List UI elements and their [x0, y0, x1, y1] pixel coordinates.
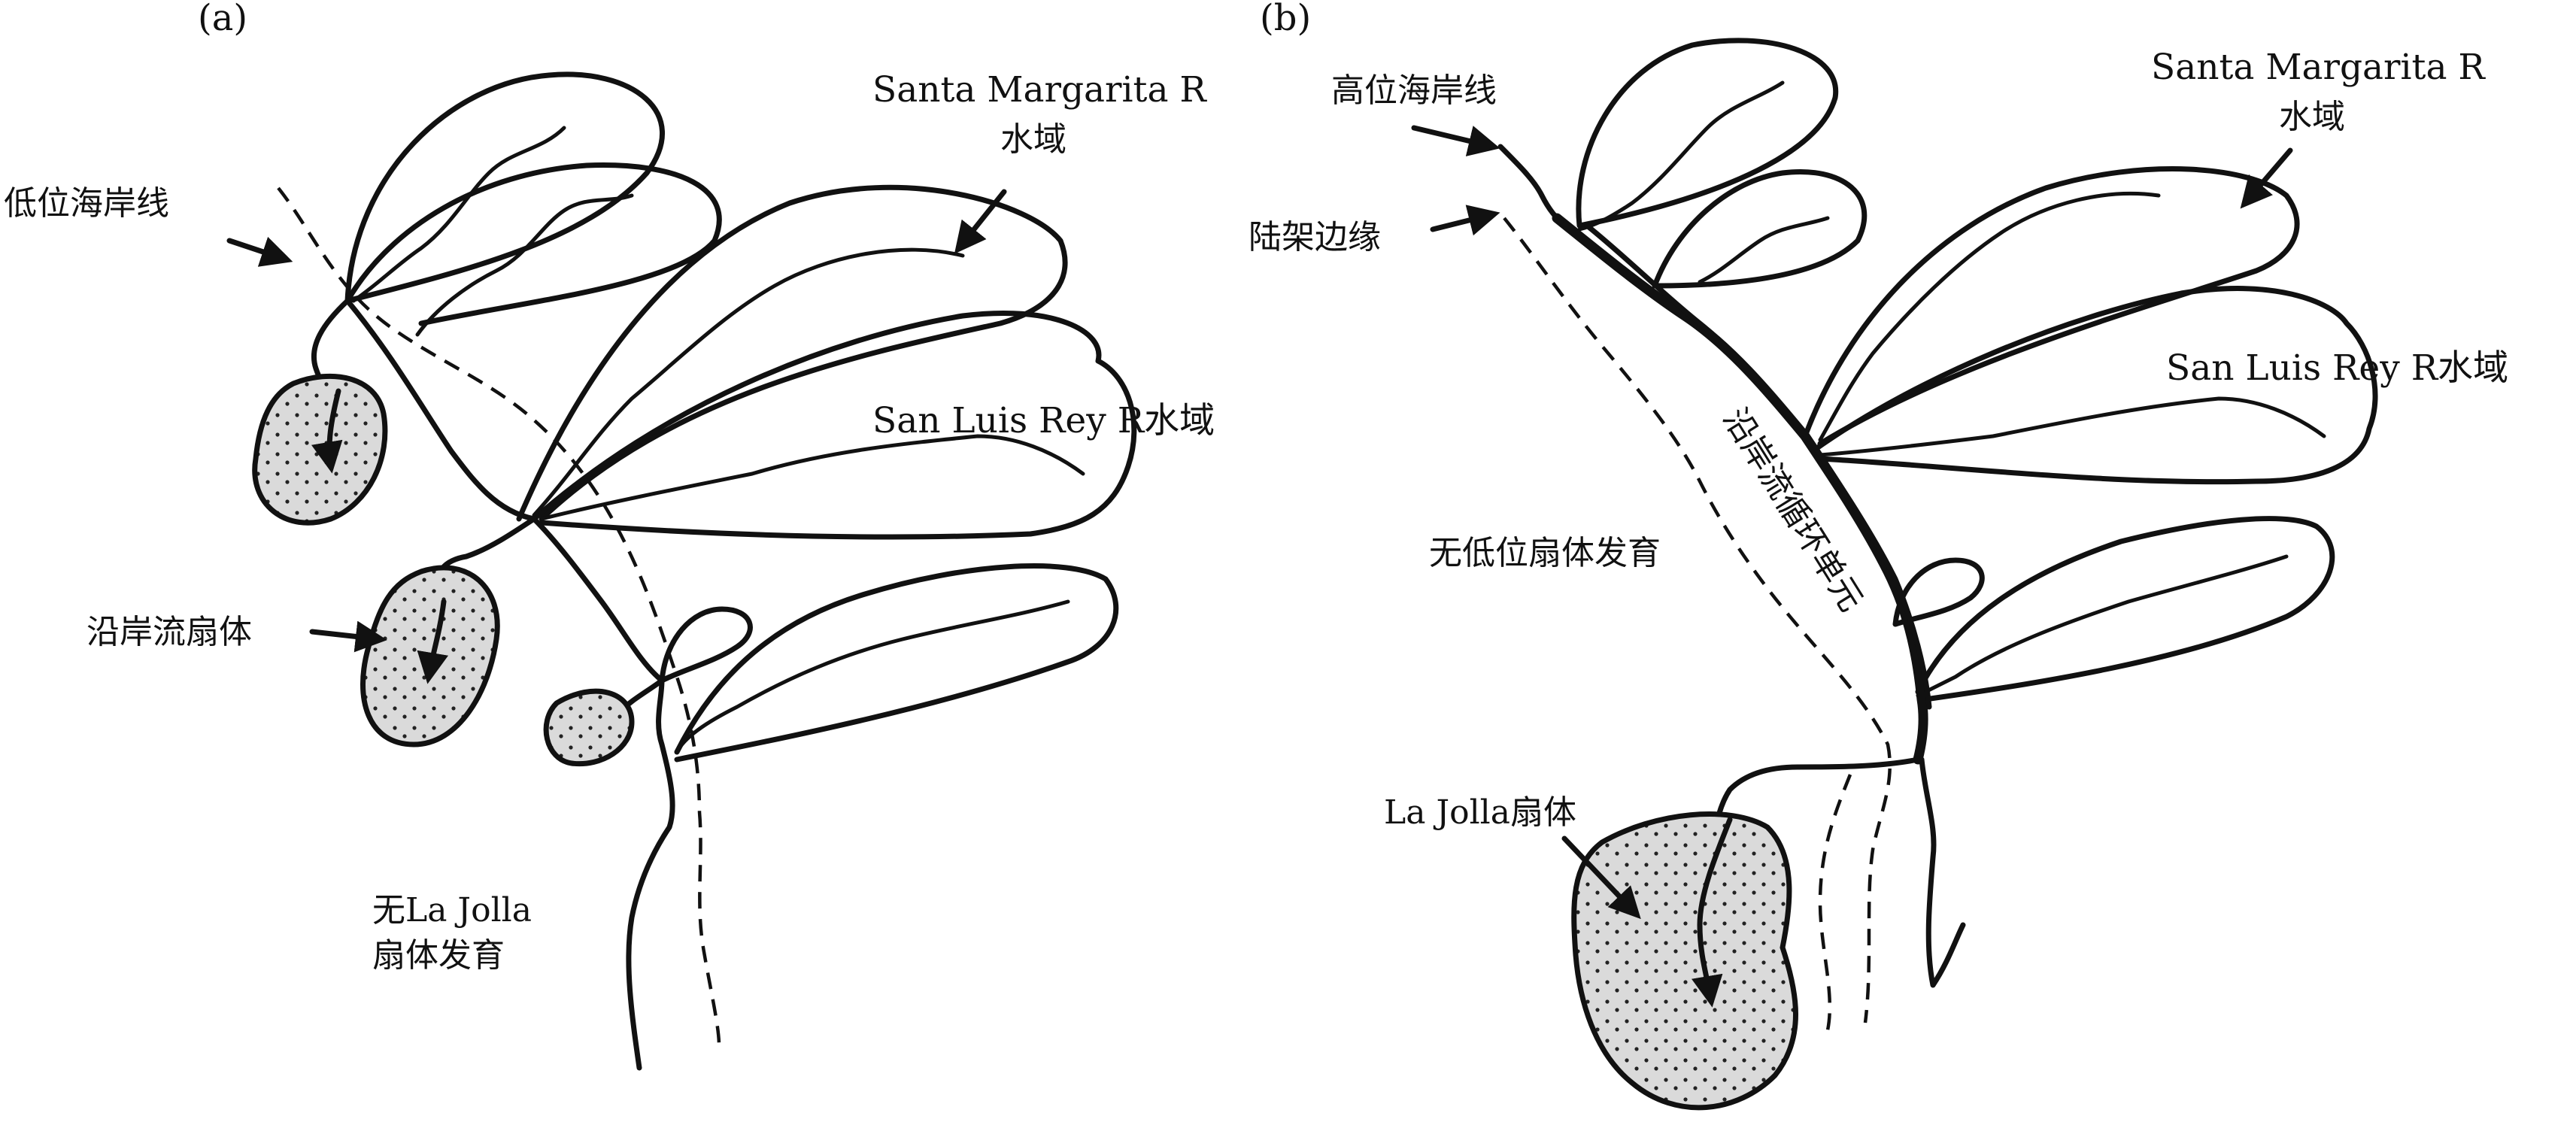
panel-a-tributaries [351, 126, 1085, 754]
panel-a: (a) [4, 0, 1215, 1071]
label-longshore-fan: 沿岸流扇体 [86, 613, 252, 651]
basin-outline [531, 311, 1137, 540]
tributary-channel [532, 247, 965, 517]
panel-b-tributaries [1577, 80, 2326, 698]
small-basin [659, 606, 753, 684]
tributary-channel [1698, 216, 1830, 284]
small-fan [543, 688, 635, 767]
longshore-fan [360, 565, 500, 747]
longshore-channel [1552, 213, 1928, 765]
la-jolla-fan [1571, 811, 1798, 1111]
panel-a-drainage-basins [344, 71, 1137, 763]
arrow-la-jolla-fan [1561, 835, 1641, 920]
panel-b-drainage-basins [1576, 38, 2378, 702]
arrow-lowstand-shoreline [226, 236, 293, 267]
highstand-shoreline-line [1497, 144, 1564, 225]
label-lowstand-shoreline: 低位海岸线 [4, 184, 169, 223]
label-san-luis-rey: San Luis Rey R水域 [872, 400, 1215, 441]
main-channel [344, 298, 675, 1071]
tributary-channel [1818, 191, 2161, 442]
basin-outline [1652, 169, 1868, 289]
panel-a-fans [252, 373, 635, 767]
label-santa-margarita-line2: 水域 [2279, 98, 2345, 136]
label-santa-margarita-line1: Santa Margarita R [2151, 47, 2486, 88]
arrow-shelf-edge [1430, 205, 1500, 236]
small-basin [1892, 557, 1985, 627]
label-no-la-jolla-line1: 无La Jolla [372, 891, 532, 929]
shelf-edge-dashed [1503, 217, 1892, 1023]
basin-outline [1915, 516, 2335, 702]
tributary-channel [539, 434, 1085, 521]
arrow-santa-margarita [2240, 147, 2293, 209]
label-san-luis-rey: San Luis Rey R水域 [2166, 347, 2508, 389]
label-santa-margarita-line1: Santa Margarita R [872, 69, 1207, 111]
lowstand-shoreline-dashed [277, 186, 721, 1054]
arrow-highstand-shoreline [1411, 125, 1500, 156]
arrow-longshore-fan [309, 620, 387, 653]
basin-outline [1802, 166, 2300, 447]
tributary-channel [415, 193, 634, 337]
fan-channel [1691, 817, 1733, 1008]
shelf-edge-dashed-inner [1818, 774, 1852, 1031]
label-highstand-shoreline: 高位海岸线 [1331, 71, 1497, 110]
basin-outline [674, 563, 1119, 763]
panel-b-tag: (b) [1260, 0, 1311, 39]
fan-arrow [311, 388, 343, 474]
basin-outline [1576, 38, 1839, 229]
outlet-channel [1919, 757, 1966, 988]
tributary-channel [351, 126, 566, 303]
tributary-channel [1818, 396, 2326, 457]
longshore-channel-inner [1584, 223, 1932, 710]
label-shelf-edge: 陆架边缘 [1249, 218, 1381, 256]
basin-outline [516, 184, 1068, 522]
tributary-channel [675, 599, 1070, 754]
arrow-santa-margarita [954, 189, 1007, 254]
basin-outline [344, 162, 722, 326]
label-no-la-jolla-line2: 扇体发育 [372, 936, 505, 975]
panel-b: (b) 高位海岸线 [1249, 0, 2508, 1111]
west-fan [252, 373, 388, 526]
label-la-jolla-fan: La Jolla扇体 [1384, 793, 1576, 832]
basin-outline [344, 71, 665, 304]
tributary-channel [1577, 80, 1785, 232]
label-no-lowstand-fan: 无低位扇体发育 [1429, 534, 1661, 572]
panel-a-tag: (a) [198, 0, 247, 39]
fan-arrow [417, 599, 449, 684]
label-santa-margarita-line2: 水域 [1000, 120, 1067, 159]
basin-outline [1810, 286, 2378, 485]
tributary-channel [1916, 554, 2289, 698]
